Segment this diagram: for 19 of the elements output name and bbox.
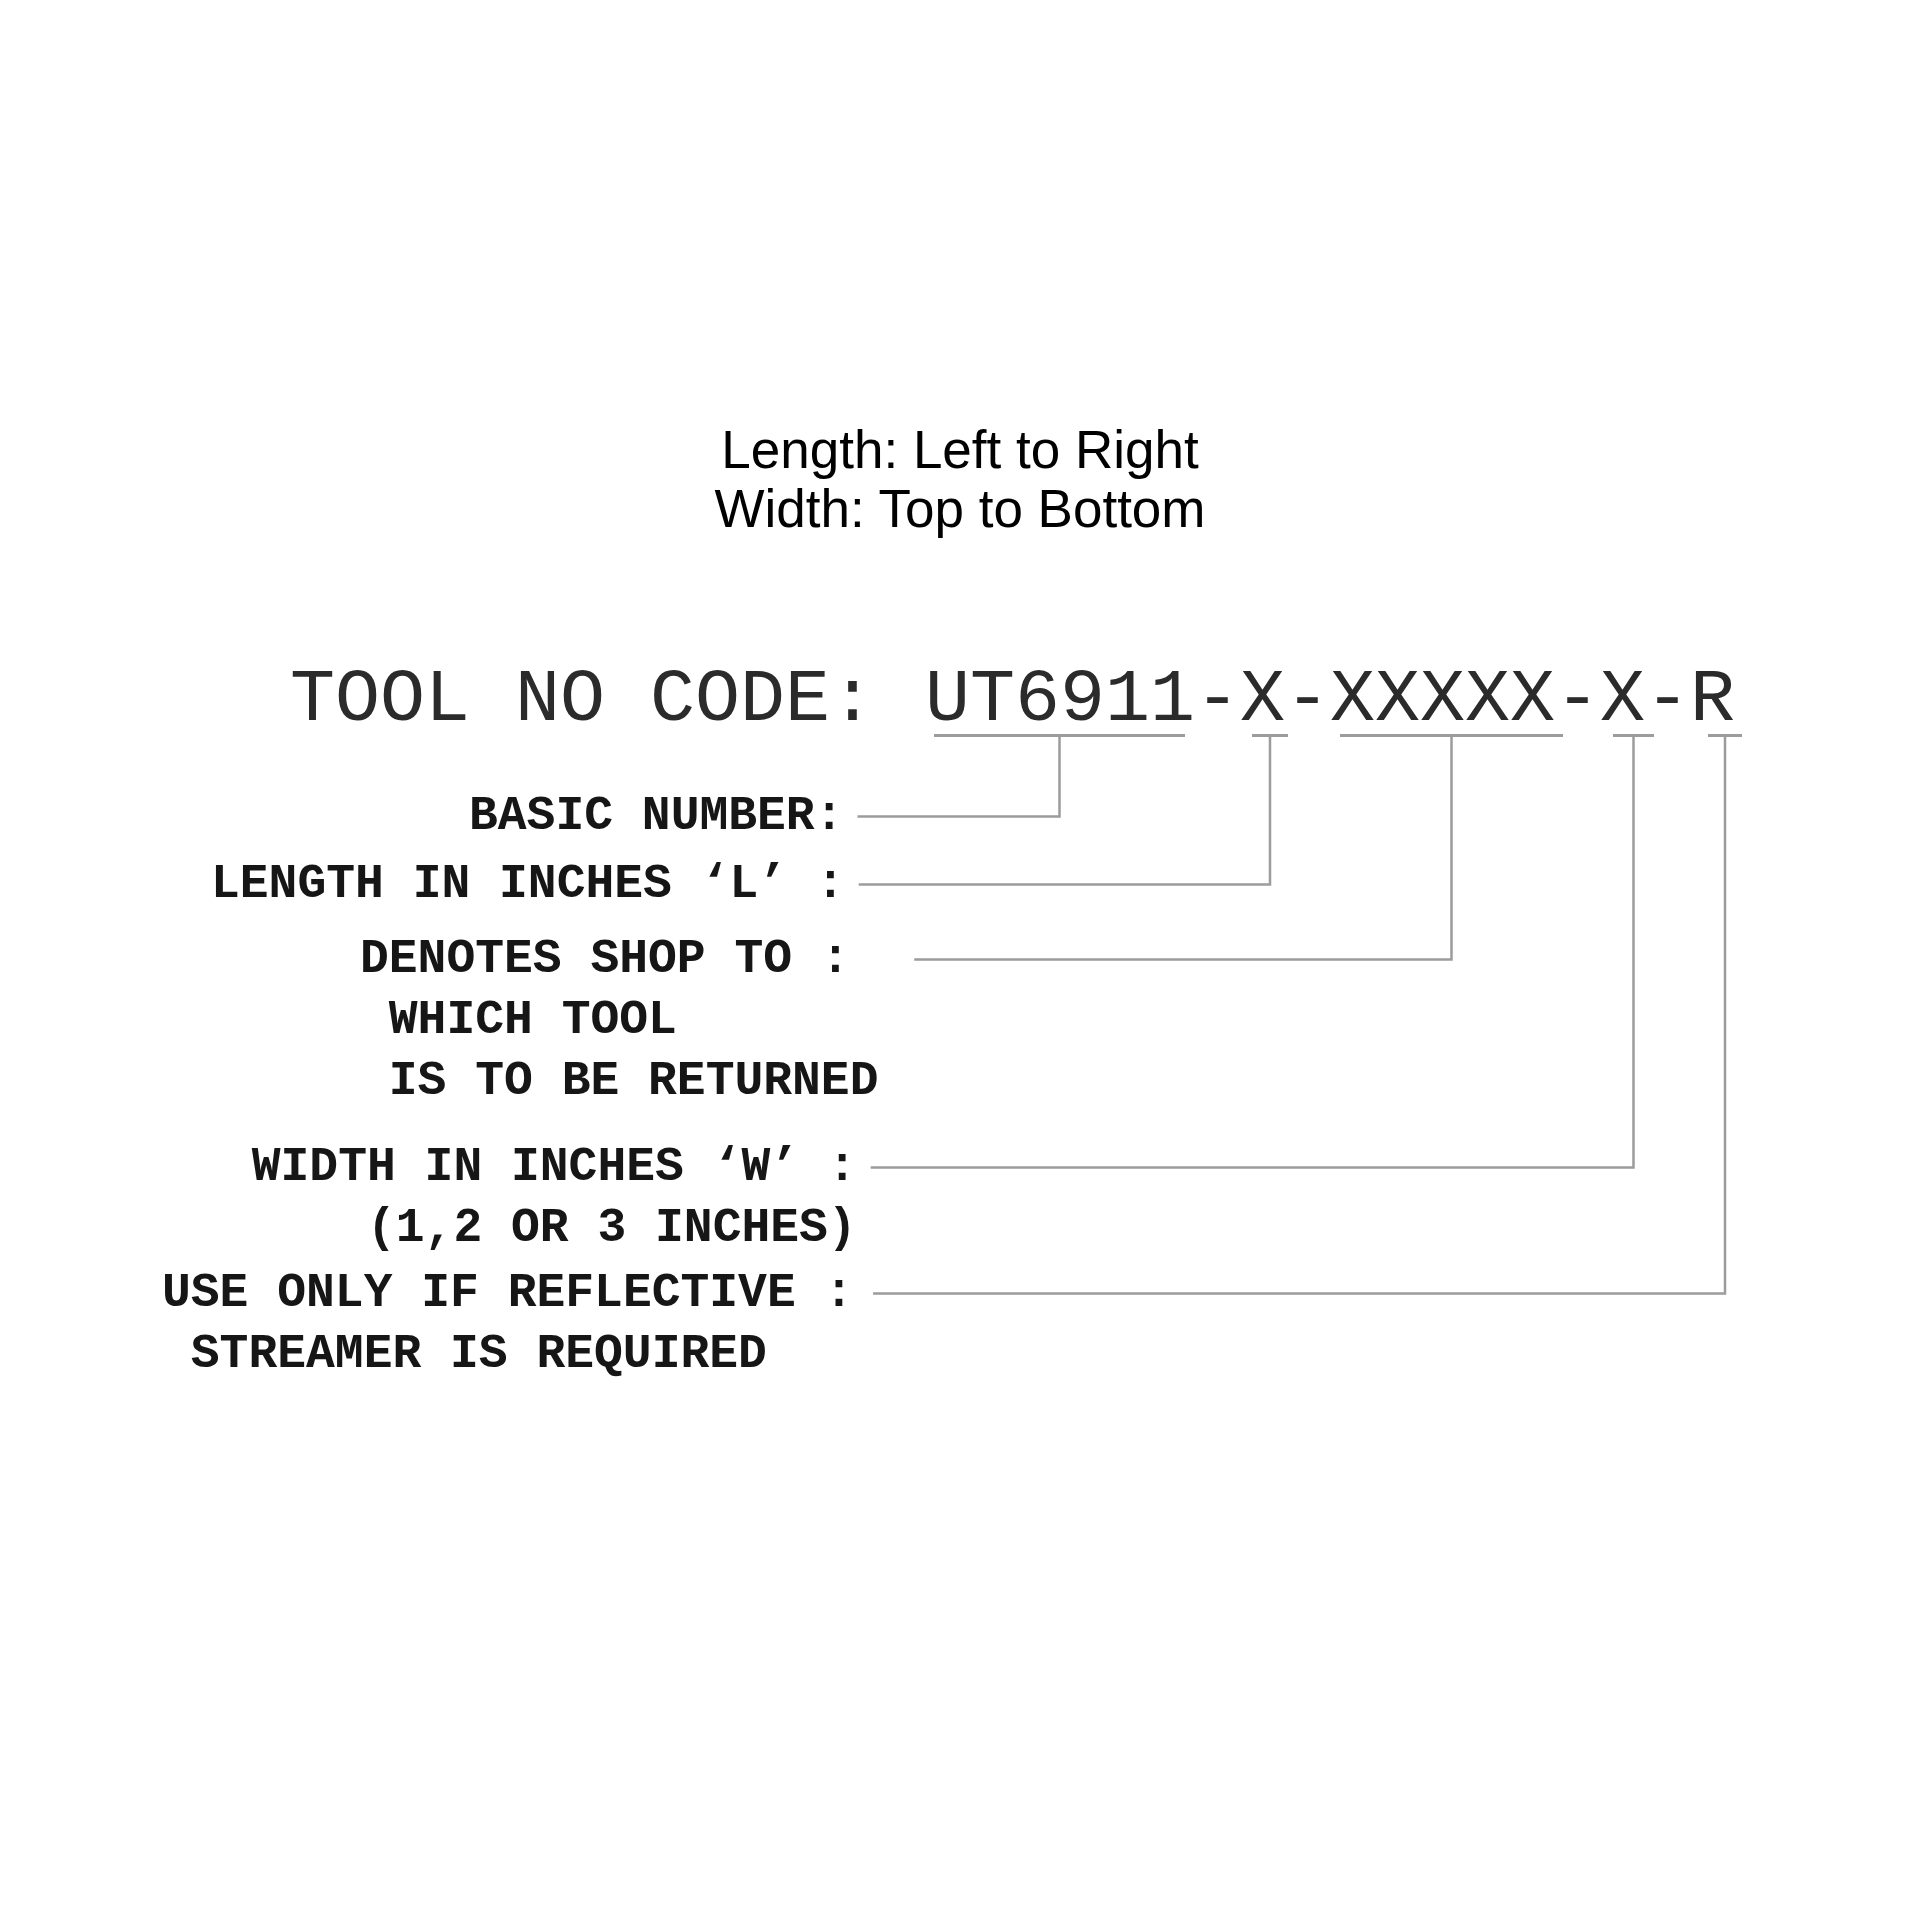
- leader-line: [914, 737, 1453, 961]
- underline-bar: [1708, 734, 1742, 737]
- underline-bar: [934, 734, 1185, 737]
- note-text: Length: Left to Right: [721, 420, 1199, 479]
- underline-bar: [1613, 734, 1654, 737]
- leader-line: [858, 737, 1272, 886]
- leader-line: [873, 737, 1727, 1295]
- code-label: TOOL NO CODE:: [290, 657, 876, 745]
- field-label: BASIC NUMBER:: [469, 786, 844, 847]
- leader-line: [857, 737, 1061, 818]
- leader-line: [870, 737, 1635, 1169]
- field-label: WIDTH IN INCHES ‘W’ : (1,2 OR 3 INCHES): [246, 1137, 857, 1259]
- underline-bar: [1340, 734, 1563, 737]
- code-text: UT6911-X-XXXXX-X-R: [925, 657, 1736, 745]
- underline-bar: [1252, 734, 1288, 737]
- field-label: USE ONLY IF REFLECTIVE : STREAMER IS REQUIRED: [162, 1263, 860, 1385]
- field-label: DENOTES SHOP TO : WHICH TOOL IS TO BE RETURNED: [360, 929, 885, 1112]
- note-text: Width: Top to Bottom: [714, 479, 1206, 538]
- field-label: LENGTH IN INCHES ‘L’ :: [211, 854, 845, 915]
